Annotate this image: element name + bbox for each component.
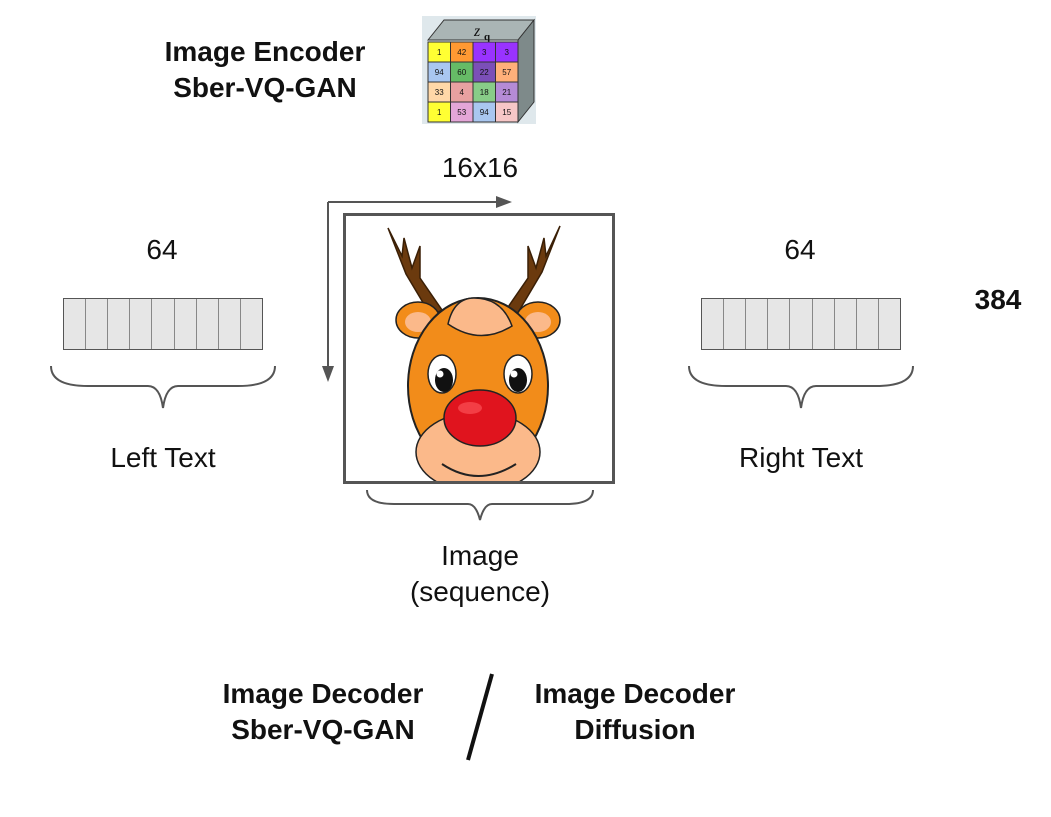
mouth: [441, 463, 517, 477]
image-label: Image (sequence): [360, 538, 600, 610]
antlers: [387, 225, 561, 318]
right-ear-inner: [525, 312, 551, 332]
decoder-vqgan-line2: Sber-VQ-GAN: [231, 714, 415, 745]
left-token-cell: [218, 299, 241, 349]
codebook-cell-value: 1: [437, 48, 442, 57]
right-token-strip: [701, 298, 901, 350]
right-token-cell: [746, 299, 769, 349]
arrow-right-icon: [496, 196, 512, 208]
codebook-cell-value: 22: [480, 68, 489, 77]
left-token-cell: [64, 299, 87, 349]
codebook-cell-value: 33: [435, 88, 444, 97]
right-token-cell: [878, 299, 900, 349]
right-token-cell: [702, 299, 725, 349]
left-token-cell: [108, 299, 131, 349]
right-brace: [688, 365, 914, 409]
image-label-line1: Image: [441, 540, 519, 571]
left-text-label: Left Text: [110, 442, 216, 473]
decoder-diffusion-line1: Image Decoder: [534, 678, 736, 709]
left-token-cell: [196, 299, 219, 349]
codebook-cell-value: 15: [502, 108, 511, 117]
codebook-cell: [495, 101, 519, 123]
codebook-cell-value: 21: [502, 88, 511, 97]
encoder-title-line1: Image Encoder: [164, 36, 366, 67]
raster-arrows: [322, 196, 512, 382]
total-length: 384: [974, 284, 1022, 315]
left-token-strip: [63, 298, 263, 350]
arrow-down-icon: [322, 366, 334, 382]
codebook-cell-value: 94: [480, 108, 489, 117]
codebook-cell-value: 53: [457, 108, 466, 117]
zq-label: z: [473, 23, 481, 40]
decoder-diffusion-title: Image Decoder Diffusion: [510, 676, 760, 748]
right-token-cell: [768, 299, 791, 349]
left-count: 64: [146, 234, 178, 265]
codebook-cell-value: 94: [435, 68, 444, 77]
decoder-vqgan-line1: Image Decoder: [222, 678, 424, 709]
left-token-cell: [174, 299, 197, 349]
decoder-vqgan-title: Image Decoder Sber-VQ-GAN: [198, 676, 448, 748]
left-ear-inner: [405, 312, 431, 332]
right-token-cell: [724, 299, 747, 349]
tuft: [447, 297, 513, 337]
encoder-title-line2: Sber-VQ-GAN: [173, 72, 357, 103]
codebook-cell-value: 3: [505, 48, 510, 57]
left-token-cell: [240, 299, 262, 349]
decoder-diffusion-line2: Diffusion: [574, 714, 696, 745]
codebook-cell-value: 57: [502, 68, 511, 77]
right-token-cell: [790, 299, 813, 349]
left-token-cell: [152, 299, 175, 349]
left-token-cell: [130, 299, 153, 349]
eyes: [427, 354, 533, 394]
right-count: 64: [784, 234, 816, 265]
right-token-cell: [812, 299, 835, 349]
right-text-label: Right Text: [739, 442, 863, 473]
left-token-cell: [86, 299, 109, 349]
nose: [443, 389, 517, 447]
image-frame: [343, 213, 615, 493]
right-token-cell: [834, 299, 857, 349]
codebook-cell-value: 60: [457, 68, 466, 77]
left-brace: [50, 365, 276, 409]
image-brace: [366, 489, 594, 521]
encoder-title: Image Encoder Sber-VQ-GAN: [140, 34, 390, 106]
codebook-cell-value: 1: [437, 108, 442, 117]
image-label-line2: (sequence): [409, 576, 551, 607]
codebook-cell-value: 3: [482, 48, 487, 57]
codebook-cell-value: 4: [460, 88, 465, 97]
right-token-cell: [856, 299, 879, 349]
grid-size-label: 16x16: [441, 152, 519, 183]
codebook-cell-value: 42: [457, 48, 466, 57]
zq-sub: q: [484, 31, 491, 43]
codebook-cell-value: 18: [480, 88, 489, 97]
decoder-separator-slash: [466, 673, 494, 761]
reindeer-image: [387, 225, 561, 493]
